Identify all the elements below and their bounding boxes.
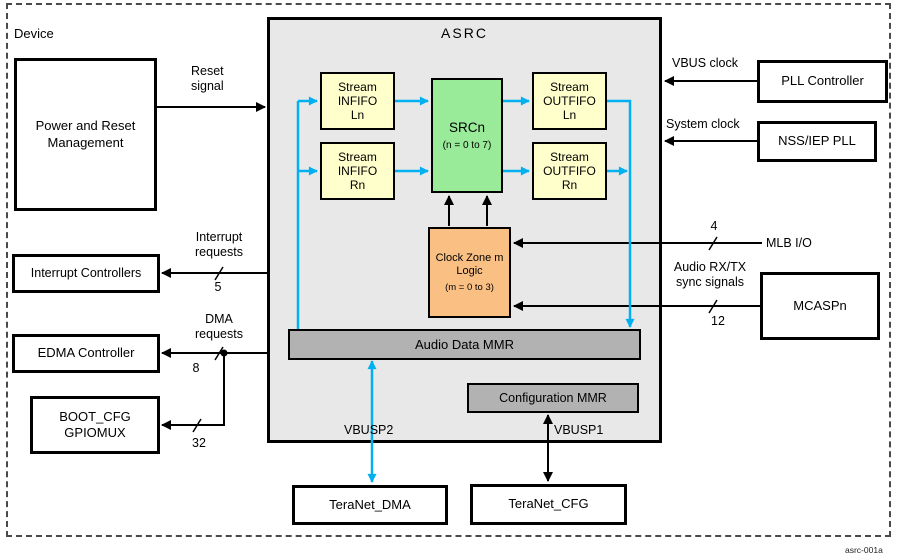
asrc-title: ASRC	[441, 25, 488, 41]
mlb-io-label: MLB I/O	[766, 236, 812, 250]
mlb-count-label: 4	[710, 219, 718, 233]
srcn-title: SRCn	[448, 119, 485, 135]
stream-infifo-ln-block: Stream INFIFO Ln	[320, 72, 395, 130]
teranet-cfg-block: TeraNet_CFG	[470, 484, 627, 525]
interrupt-count-label: 5	[214, 280, 222, 294]
nss-iep-pll-block: NSS/IEP PLL	[757, 121, 877, 162]
device-label: Device	[14, 26, 54, 41]
configuration-mmr-bar: Configuration MMR	[467, 383, 639, 413]
power-reset-block: Power and Reset Management	[14, 58, 157, 211]
dma-count-label: 8	[192, 361, 200, 375]
srcn-block: SRCn (n = 0 to 7)	[431, 78, 503, 193]
vbus-clock-label: VBUS clock	[672, 56, 738, 70]
clock-zone-range: (m = 0 to 3)	[445, 281, 494, 293]
figure-id-label: asrc-001a	[845, 545, 883, 555]
clock-zone-logic-block: Clock Zone m Logic (m = 0 to 3)	[428, 227, 511, 318]
vbusp2-label: VBUSP2	[344, 423, 394, 437]
gpiomux-count-label: 32	[192, 436, 206, 450]
boot-cfg-gpiomux-block: BOOT_CFG GPIOMUX	[30, 396, 160, 454]
audio-data-mmr-bar: Audio Data MMR	[288, 329, 641, 360]
mcaspn-block: MCASPn	[760, 272, 880, 340]
audio-sync-label: Audio RX/TX sync signals	[673, 260, 747, 289]
srcn-range: (n = 0 to 7)	[442, 139, 492, 151]
stream-outfifo-rn-block: Stream OUTFIFO Rn	[532, 142, 607, 200]
teranet-dma-block: TeraNet_DMA	[292, 485, 448, 525]
stream-infifo-rn-block: Stream INFIFO Rn	[320, 142, 395, 200]
system-clock-label: System clock	[666, 117, 740, 131]
pll-controller-block: PLL Controller	[757, 60, 888, 103]
vbusp1-label: VBUSP1	[554, 423, 604, 437]
stream-outfifo-ln-block: Stream OUTFIFO Ln	[532, 72, 607, 130]
edma-controller-block: EDMA Controller	[12, 334, 160, 373]
interrupt-controllers-block: Interrupt Controllers	[12, 254, 160, 293]
sync-count-label: 12	[711, 314, 725, 328]
reset-signal-label: Reset signal	[191, 64, 224, 93]
clock-zone-title: Clock Zone m Logic	[435, 251, 504, 277]
dma-requests-label: DMA requests	[195, 312, 243, 341]
interrupt-requests-label: Interrupt requests	[195, 230, 243, 259]
device-boundary	[6, 3, 891, 537]
